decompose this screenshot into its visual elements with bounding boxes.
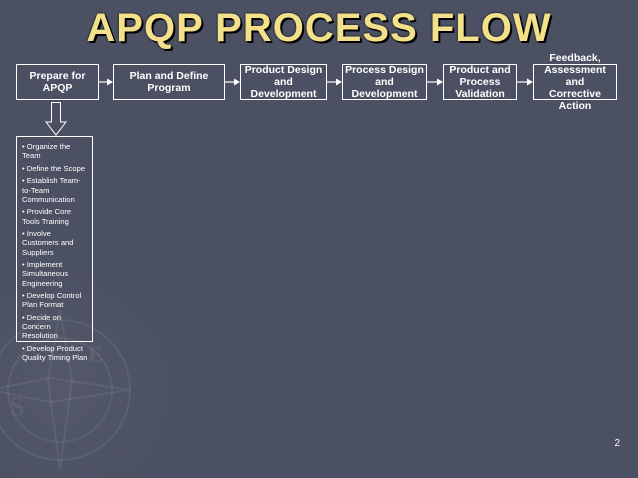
step-label: Process Design and Development: [345, 64, 424, 100]
right-arrow-icon: [327, 78, 342, 86]
slide-title: APQP PROCESS FLOW: [86, 6, 552, 50]
step-label: Product Design and Development: [244, 64, 323, 100]
step-label: Prepare for APQP: [29, 70, 86, 94]
step-label: Plan and Define Program: [129, 70, 209, 94]
step-label: Feedback, Assessment and Corrective Acti…: [544, 52, 606, 112]
step-label: Product and Process Validation: [449, 64, 511, 100]
svg-text:S: S: [10, 392, 24, 421]
list-item: Decide on Concern Resolution: [22, 313, 88, 341]
right-arrow-icon: [517, 78, 533, 86]
list-item: Develop Control Plan Format: [22, 291, 88, 309]
list-item: Develop Product Quality Timing Plan: [22, 344, 88, 362]
step-prepare-for-apqp: Prepare for APQP: [16, 64, 99, 100]
right-arrow-icon: [427, 78, 443, 86]
step-process-design: Process Design and Development: [342, 64, 427, 100]
step-product-process-validation: Product and Process Validation: [443, 64, 517, 100]
step-plan-and-define: Plan and Define Program: [113, 64, 225, 100]
list-item: Implement Simultaneous Engineering: [22, 260, 88, 288]
list-item: Involve Customers and Suppliers: [22, 229, 88, 257]
step-product-design: Product Design and Development: [240, 64, 327, 100]
prepare-task-list: Organize the Team Define the Scope Estab…: [16, 136, 93, 362]
page-number: 2: [614, 438, 620, 449]
step-feedback-assessment: Feedback, Assessment and Corrective Acti…: [533, 52, 617, 112]
list-item: Define the Scope: [22, 164, 88, 173]
right-arrow-icon: [99, 78, 113, 86]
right-arrow-icon: [225, 78, 240, 86]
list-item: Establish Team-to-Team Communication: [22, 176, 88, 204]
down-arrow-icon: [45, 102, 67, 136]
list-item: Provide Core Tools Training: [22, 207, 88, 225]
svg-text:E: E: [88, 342, 103, 367]
list-item: Organize the Team: [22, 142, 88, 160]
